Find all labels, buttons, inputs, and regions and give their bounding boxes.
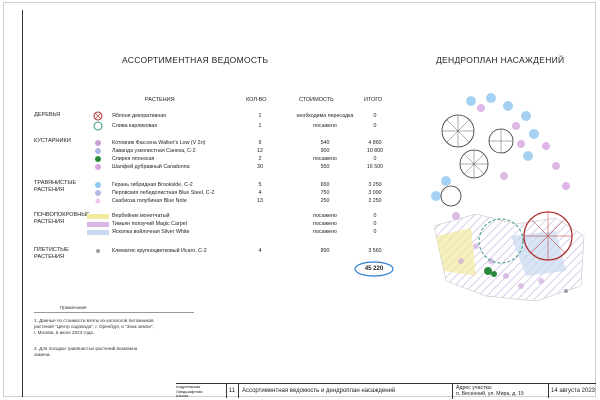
plant-total: 3 250 [368,198,382,204]
plant-name: Герань гибридная Brookside, С-2 [112,182,193,188]
plant-name: Котовник Фассена Walker's Low (V 2л) [112,140,206,146]
plant-name: Перовския лебедолистная Blue Steel, С-2 [112,190,215,196]
sheet-date: 14 августа 2023 [548,384,597,398]
note-line: г. Москва, в июле 2023 года. [34,330,95,335]
lavender-marker-icon [95,148,101,154]
sheet-title: Ассортиментная ведомость и дендроплан на… [238,384,452,398]
plant-total: 0 [373,123,377,129]
scabiosa-marker-icon [95,198,101,204]
plant-cost: посажено [313,123,337,129]
plant-total: 3 250 [368,182,382,188]
grand-total-oval [354,261,394,277]
apple-marker-icon [93,111,103,121]
plant-name: Ясколка войлочная Silver White [112,229,190,235]
plant-qty: 4 [258,190,262,196]
thyme-swatch [87,222,109,227]
plant-name: Слива карликовая [112,123,158,129]
header-total: ИТОГО [364,97,383,103]
plant-cost: посажено [313,221,337,227]
plant-total: 0 [373,229,377,235]
notes-divider [34,312,194,313]
title-block: Андреевская Ландшафтная Школа 11 Ассорти… [176,383,597,399]
sheet-number: 11 [226,384,237,398]
plant-cost: необходима пересадка [296,113,354,119]
plant-total: 10 800 [366,148,384,154]
site-address: Адрес участка: п. Весенний, ул. Мира, д.… [452,384,548,399]
plant-total: 3 000 [368,190,382,196]
plant-name: Клематис крупноцветковый Исаго, С-2 [112,248,207,254]
assortment-title: АССОРТИМЕНТНАЯ ВЕДОМОСТЬ [122,55,269,65]
plant-qty: 1 [258,113,262,119]
grand-total: 45 220 [364,266,384,272]
catnip-marker-icon [95,140,101,146]
plant-qty: 2 [258,156,262,162]
plant-cost: посажено [313,229,337,235]
drawing-area-border [22,10,593,397]
clematis-marker-icon [96,249,100,253]
logo: Андреевская Ландшафтная Школа [176,384,203,398]
plant-cost: посажено [313,213,337,219]
plant-cost: 890 [320,248,330,254]
plant-name: Вербейник монетчатый [112,213,170,219]
plant-qty: 5 [258,182,262,188]
perovskia-marker-icon [95,190,101,196]
category-groundcover: ПОЧВОПОКРОВНЫЕ РАСТЕНИЯ [34,212,90,225]
plant-total: 0 [373,113,377,119]
plant-qty: 9 [258,140,262,146]
dendroplan-title: ДЕНДРОПЛАН НАСАЖДЕНИЙ [436,55,565,65]
header-plants: РАСТЕНИЯ [145,97,175,103]
note-line: растений "Центр садовода", г. Оренбург, … [34,324,154,329]
geranium-marker-icon [95,182,101,188]
plant-name: Скабиоза голубиная Blue Note [112,198,187,204]
plant-cost: 900 [320,148,330,154]
plant-name: Лаванда узколистная Санеза, С-2 [112,148,196,154]
plant-name: Спирея японская [112,156,155,162]
plant-qty: 30 [257,164,263,170]
notes-title: Примечания [60,305,87,310]
plant-qty: 12 [257,148,263,154]
header-qty: КОЛ-ВО [246,97,267,103]
salvia-marker-icon [95,164,101,170]
category-trees: ДЕРЕВЬЯ [34,112,61,118]
dendroplan-drawing [431,93,585,302]
plant-total: 0 [373,213,377,219]
plant-name: Яблоня декоративная [112,113,167,119]
lysimachia-swatch [87,214,109,219]
note-line: 2. Для посадки травянистых растений возм… [34,346,138,351]
category-herbaceous: ТРАВЯНИСТЫЕ РАСТЕНИЯ [34,180,77,193]
plant-cost: 750 [320,190,330,196]
plant-cost: 540 [320,140,330,146]
plant-cost: посажено [313,156,337,162]
note-line: 1. Данные по стоимости взяты из каталого… [34,318,154,323]
category-climbers: ПЛЕТИСТЫЕ РАСТЕНИЯ [34,247,69,260]
spirea-marker-icon [95,156,101,162]
plum-marker-icon [93,121,103,131]
plant-name: Шалфей дубравный Caradonna [112,164,190,170]
plant-total: 0 [373,221,377,227]
category-shrubs: КУСТАРНИКИ [34,138,71,144]
plant-name: Тимьян ползучий Magic Carpet [112,221,188,227]
plant-qty: 1 [258,123,262,129]
plant-cost: 650 [320,182,330,188]
header-cost: СТОИМОСТЬ [299,97,334,103]
note-line: замена. [34,352,51,357]
plant-total: 0 [373,156,377,162]
plant-total: 4 860 [368,140,382,146]
cerastium-swatch [87,230,109,235]
plant-total: 3 560 [368,248,382,254]
plant-cost: 250 [320,198,330,204]
plant-cost: 550 [320,164,330,170]
plant-total: 16 500 [366,164,384,170]
sheet-frame [3,2,596,397]
plant-qty: 4 [258,248,262,254]
plant-qty: 13 [257,198,263,204]
